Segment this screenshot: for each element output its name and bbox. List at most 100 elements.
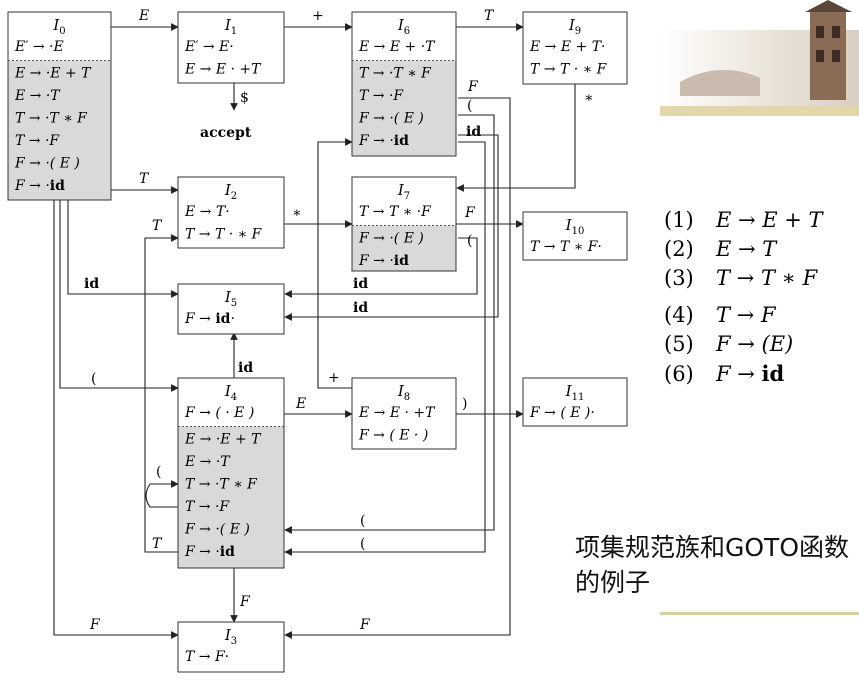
lr-item: E → E · +T <box>184 62 262 78</box>
state-i6: I6E → E + ·TT → ·T ∗ FT → ·FF → ·( E )F … <box>351 11 457 157</box>
caption: 项集规范族和GOTO函数的例子 <box>575 533 849 597</box>
label-i0-i3: F <box>89 617 101 633</box>
state-i7: I7T → T ∗ ·FF → ·( E )F → ·id <box>351 176 457 272</box>
state-i4: I4F → ( · E )E → ·E + TE → ·TT → ·T ∗ FT… <box>177 377 285 569</box>
lr-item: F → ( · E ) <box>184 405 254 421</box>
lr-item: F → ·( E ) <box>14 156 80 172</box>
label-i9-i7: ∗ <box>584 90 594 106</box>
lr-item: F → ·id <box>14 178 65 194</box>
edge-i0-i3 <box>53 200 179 639</box>
lr-item: T → ·T ∗ F <box>15 111 88 127</box>
lr-item: F → ·id <box>184 544 235 560</box>
grammar-rule: (5) F → (E) <box>664 332 859 361</box>
label-i4-i5: id <box>238 360 253 376</box>
lr-item: F → id· <box>184 311 235 327</box>
state-i1: I1E′ → E·E → E · +T <box>177 11 285 84</box>
lr-item: F → ·( E ) <box>358 231 424 247</box>
lr-item: T → T · ∗ F <box>530 62 608 78</box>
label-i7-i4-b: ( <box>360 536 365 552</box>
label-i1-accept: $ <box>240 90 249 106</box>
lr-item: E′ → E· <box>184 39 234 55</box>
label-i6-i9: T <box>484 8 495 24</box>
label-i6-i5: id <box>466 124 481 140</box>
grammar-rule: (6)F → id <box>664 361 859 390</box>
label-i4-i8: E <box>295 396 306 412</box>
label-i7-i4: ( <box>467 233 472 249</box>
label-i1-i6: + <box>312 8 324 24</box>
edge-i6-i5 <box>284 134 499 321</box>
state-i8: I8E → E · +TF → ( E · ) <box>351 377 457 450</box>
lr-item: E → ·T <box>14 88 61 104</box>
label-i4-i2: T <box>152 218 163 234</box>
rule-number: (1) <box>664 208 694 232</box>
lr-item: T → T ∗ F· <box>530 239 602 255</box>
grammar-rule: (2) E → T <box>664 237 859 266</box>
closure-shade <box>8 60 111 200</box>
lr-item: F → ( E · ) <box>358 428 428 444</box>
edge-i4-i2 <box>144 234 179 553</box>
rule-number: (2) <box>664 237 694 261</box>
label-i0-i1: E <box>138 8 149 24</box>
state-i9: I9E → E + T·T → T · ∗ F <box>522 11 628 85</box>
edge-i0-i4 <box>59 200 179 392</box>
edges <box>53 23 576 639</box>
rule-number: (5) <box>664 332 694 356</box>
rule-production: T → T ∗ F <box>716 266 818 290</box>
lr-item: F → ·id <box>358 133 409 149</box>
lr-item: E → ·E + T <box>14 66 92 82</box>
rule-number: (3) <box>664 266 694 290</box>
closure-shade <box>352 60 456 156</box>
lr-item: E → T· <box>184 204 230 220</box>
closure-shade <box>178 426 284 568</box>
lr-item: T → F· <box>185 649 229 665</box>
label-i2-i7: ∗ <box>292 205 302 221</box>
state-i0: I0E′ → ·EE → ·E + TE → ·TT → ·T ∗ FT → ·… <box>7 11 112 201</box>
lr-item: T → T · ∗ F <box>185 227 263 243</box>
edge-i6-i4 <box>284 114 495 534</box>
accept-label: accept <box>200 125 252 141</box>
lr-item: F → ·( E ) <box>358 111 424 127</box>
rule-production: T → F <box>716 303 776 327</box>
lr-item: E → E + T· <box>529 39 606 55</box>
lr-item: E → ·T <box>184 454 231 470</box>
state-i2: I2E → T·T → T · ∗ F <box>177 176 285 249</box>
lr-item: E → ·E + T <box>184 432 262 448</box>
grammar-rule: (3) T → T ∗ F <box>664 266 859 295</box>
label-i6-i3: F <box>467 79 479 95</box>
rule-production: E → E + T <box>716 208 823 232</box>
lr-item: E′ → ·E <box>14 39 64 55</box>
lr-item: T → ·T ∗ F <box>359 66 432 82</box>
lr-item: E → E + ·T <box>358 39 436 55</box>
lr-item: T → ·F <box>359 88 404 104</box>
edge-i8-i6 <box>317 138 353 389</box>
label-i6-i4: ( <box>467 98 472 114</box>
grammar-rule: (1) E → E + T <box>664 208 859 237</box>
label-i8-i6: + <box>328 370 340 386</box>
lr-item: F → ( E )· <box>529 405 595 421</box>
lr-item: E → E · +T <box>358 405 436 421</box>
lr-item: F → ·( E ) <box>184 522 250 538</box>
grammar-rules: (1)E → E + T(2)E → T(3)T → T ∗ F(4)T → F… <box>664 208 859 390</box>
label-i0-i2: T <box>139 171 150 187</box>
label-i8-i11: ) <box>462 396 467 412</box>
rule-production: F → (E) <box>716 332 794 356</box>
state-i5: I5F → id· <box>177 283 285 335</box>
lr-item: T → ·F <box>15 133 60 149</box>
label-i6-i5-b: id <box>353 300 368 316</box>
label-i0-i4: ( <box>91 371 96 387</box>
edge-i9-i7 <box>456 84 576 192</box>
edge-i6-i3 <box>284 97 511 639</box>
decorative-tower-image <box>660 0 859 120</box>
divider-line <box>660 612 859 615</box>
label-i6-i3-b: F <box>359 617 371 633</box>
rule-production: E → T <box>716 237 777 261</box>
edge-i7-i5 <box>284 237 478 298</box>
lr-item: T → T ∗ ·F <box>359 204 432 220</box>
edge-i4-self <box>145 480 179 508</box>
label-i0-i5: id <box>84 276 99 292</box>
label-i4-i2-b: T <box>152 536 163 552</box>
edge-i0-i5 <box>67 200 179 298</box>
rule-number: (6) <box>664 362 694 386</box>
